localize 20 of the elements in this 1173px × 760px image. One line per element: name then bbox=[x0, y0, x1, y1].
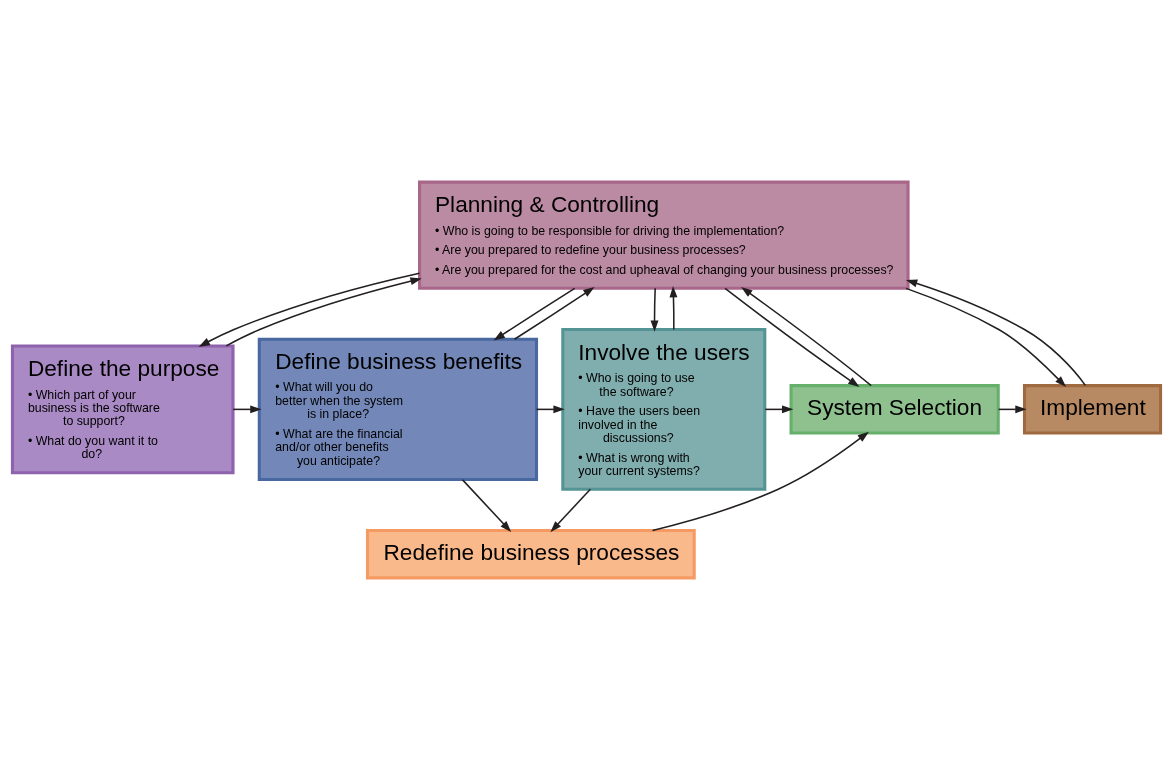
node-box: Define business benefits • What will you do better when the system is in place? • What are the financial and/or other benefits you anticipate? bbox=[257, 337, 539, 481]
node-box: Involve the users • Who is going to use the software? • Have the users been involved in the discussions? • What is wrong with your current systems? bbox=[561, 327, 767, 491]
node-box: Planning & Controlling • Who is going to be responsible for driving the implementation? • Are you prepared to redefine your business processes? • Are you prepared for the cost and upheaval of changing your business processes? bbox=[418, 180, 910, 290]
arrow bbox=[669, 286, 678, 331]
arrow bbox=[513, 287, 595, 341]
arrow bbox=[651, 431, 869, 532]
arrow bbox=[461, 478, 512, 533]
arrow bbox=[650, 287, 659, 332]
arrow bbox=[741, 286, 872, 387]
arrow bbox=[905, 279, 1087, 387]
node-box: Define the purpose • Which part of your business is the software to support? • What do you want it to do? bbox=[10, 344, 235, 475]
arrow bbox=[198, 272, 421, 347]
arrow bbox=[905, 287, 1067, 388]
node-box: System Selection bbox=[789, 384, 1000, 435]
arrow bbox=[225, 277, 422, 347]
node-box: Redefine business processes bbox=[365, 528, 696, 580]
node-box: Implement bbox=[1022, 384, 1163, 435]
arrow bbox=[550, 488, 592, 533]
arrow bbox=[724, 287, 860, 387]
arrow bbox=[493, 287, 576, 341]
